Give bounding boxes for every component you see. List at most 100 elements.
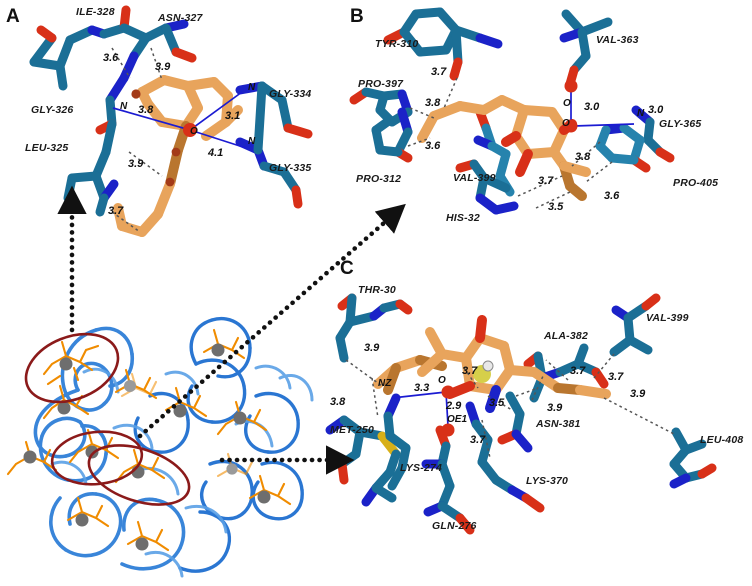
panel-c-structure [325,293,717,535]
arrow-to-panel-b [137,203,406,439]
atom-c-nz: NZ [378,378,392,389]
label-asn-381: ASN-381 [536,418,581,430]
residue-lys-370 [465,401,545,513]
atom-a-n3: N [248,136,256,147]
residue-gly-365 [631,105,675,163]
atom-b-o2: O [562,118,570,129]
residue-thr-30 [335,293,413,363]
contacts-panel-c [345,353,675,459]
dist-c-11: 3.7 [470,434,486,446]
dist-b-6: 3.8 [575,151,591,163]
highlight-ellipse-a [24,332,120,404]
ligand-panel-b [417,95,591,201]
dist-c-7: 2.9 [446,400,462,412]
dist-c-8: 3.5 [489,397,505,409]
hbonds-panel-b [570,90,635,127]
label-asn-327: ASN-327 [158,12,203,24]
ligand-cluster [126,520,170,552]
residue-ala-382 [523,343,609,403]
dist-a-4: 3.1 [225,110,241,122]
residue-his-32 [455,159,519,215]
dist-a-2: 3.9 [155,61,171,73]
ligand-cluster [114,448,166,484]
ligand-panel-a [113,75,243,237]
label-ala-382: ALA-382 [544,330,588,342]
dist-a-3: 3.8 [138,104,154,116]
label-his-32: HIS-32 [446,212,480,224]
dist-c-9: 3.9 [547,402,563,414]
dist-a-6: 3.9 [128,158,144,170]
label-gln-276: GLN-276 [432,520,477,532]
atom-c-o: O [438,375,446,386]
dist-c-3: 3.7 [570,365,586,377]
ligand-oxygen-c [441,385,455,399]
label-pro-405: PRO-405 [673,177,719,189]
contacts-panel-a [111,47,163,233]
ligand-cluster [248,474,292,506]
residue-pro-405 [595,123,651,173]
residue-gly-326 [95,73,129,157]
label-ile-328: ILE-328 [76,6,115,18]
highlight-ellipse-c [87,444,191,506]
dist-b-5: 3.6 [425,140,441,152]
metal-spheres [23,343,271,551]
dist-a-7: 3.7 [108,205,124,217]
panel-letter-a: A [6,6,20,27]
label-met-250: MET-250 [330,424,374,436]
label-pro-312: PRO-312 [356,173,402,185]
residue-asn-381 [497,391,533,453]
dist-b-3: 3.0 [584,101,600,113]
dist-c-5: 3.8 [330,396,346,408]
ligand-cluster [42,384,90,420]
atom-a-o1: O [190,126,198,137]
dist-b-4: 3.0 [648,104,664,116]
label-leu-408: LEU-408 [700,434,744,446]
dist-b-1: 3.7 [431,66,447,78]
label-val-399-c: VAL-399 [646,312,689,324]
label-val-399-b: VAL-399 [453,172,496,184]
dist-c-6: 3.3 [414,382,430,394]
residue-gln-276 [421,425,475,535]
residue-gly-335 [235,81,303,209]
dist-b-2: 3.8 [425,97,441,109]
dist-b-9: 3.5 [548,201,564,213]
label-leu-325: LEU-325 [25,142,69,154]
residue-tyr-310 [383,7,503,81]
ligand-cluster [216,400,268,436]
label-pro-397: PRO-397 [358,78,404,90]
atom-b-o1: O [563,98,571,109]
ligand-cluster [68,428,120,464]
atom-a-n2: N [248,82,256,93]
residue-pro-312 [371,107,413,163]
ligand-cluster [66,496,110,528]
label-lys-370: LYS-370 [526,475,569,487]
dist-a-1: 3.6 [103,52,119,64]
residue-val-399-c [609,293,661,357]
gln276-oe1-atom [441,423,455,437]
ligand-hydrogen-sphere [482,360,494,372]
contacts-panel-b [407,77,613,209]
dist-b-8: 3.6 [604,190,620,202]
label-gly-335: GLY-335 [269,162,312,174]
ligand-oxygen-b [564,119,578,133]
dist-c-10: 3.9 [630,388,646,400]
atom-a-n1: N [120,101,128,112]
panel-b-structure [349,7,675,215]
ligand-oxygen-atom [183,123,197,137]
residue-leu-408 [669,427,717,489]
panel-letter-b: B [350,6,364,27]
residue-lys-274 [383,393,411,491]
dist-a-5: 4.1 [208,147,224,159]
panel-letter-c: C [340,258,354,279]
ligand-cluster [6,440,58,476]
dist-c-1: 3.9 [364,342,380,354]
label-val-363: VAL-363 [596,34,639,46]
label-thr-30: THR-30 [358,284,396,296]
val363-oxygen-atom [564,79,578,93]
panel-a-structure [29,5,313,237]
binding-site-highlights [24,332,191,506]
dist-b-7: 3.7 [538,175,554,187]
label-gly-326: GLY-326 [31,104,74,116]
